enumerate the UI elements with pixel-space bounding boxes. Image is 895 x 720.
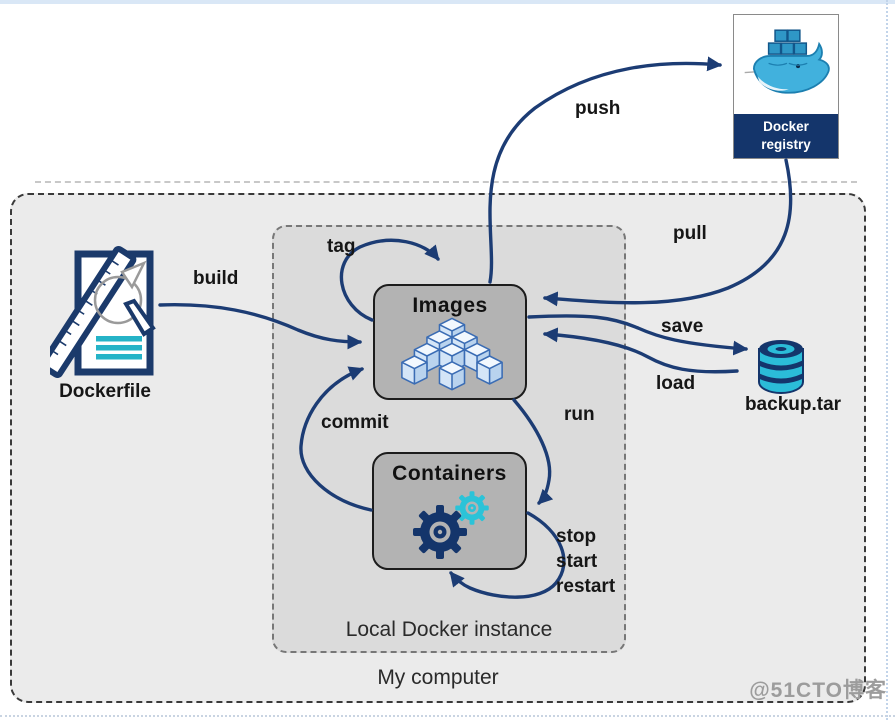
docker-registry-node: Docker registry [733,14,839,159]
stop-label: stop [556,526,597,547]
build-label: build [193,268,239,289]
images-node: Images [373,284,527,400]
gears-icon [413,491,489,559]
dockerfile-label: Dockerfile [59,381,151,402]
my-computer-label: My computer [377,666,499,689]
containers-node: Containers [372,452,527,570]
tag-label: tag [327,236,356,257]
page-right-border [886,0,888,720]
save-label: save [661,316,704,337]
docker-registry-label: Docker registry [734,114,838,158]
page-bottom-border [0,715,895,717]
watermark-51cto: @51CTO博客 [749,679,887,702]
registry-label-line1: Docker [763,119,809,135]
faint-dashed-line [35,181,857,183]
run-label: run [564,404,595,425]
image-layers-cubes-icon [401,317,503,391]
lifecycle-label: stop start restart [556,524,615,599]
backup-tar-label: backup.tar [744,394,842,415]
restart-label: restart [556,576,616,597]
dockerfile-icon [50,245,156,378]
docker-whale-icon [744,29,830,94]
registry-label-line2: registry [761,137,811,152]
images-node-label: Images [412,294,488,317]
pull-label: pull [673,223,707,244]
backup-database-icon [757,340,805,395]
commit-label: commit [321,412,389,433]
page-top-strip [0,0,895,4]
local-docker-instance-label: Local Docker instance [345,618,553,641]
containers-node-label: Containers [392,462,507,485]
push-label: push [575,98,621,119]
start-label: start [556,551,598,572]
load-label: load [656,373,696,394]
